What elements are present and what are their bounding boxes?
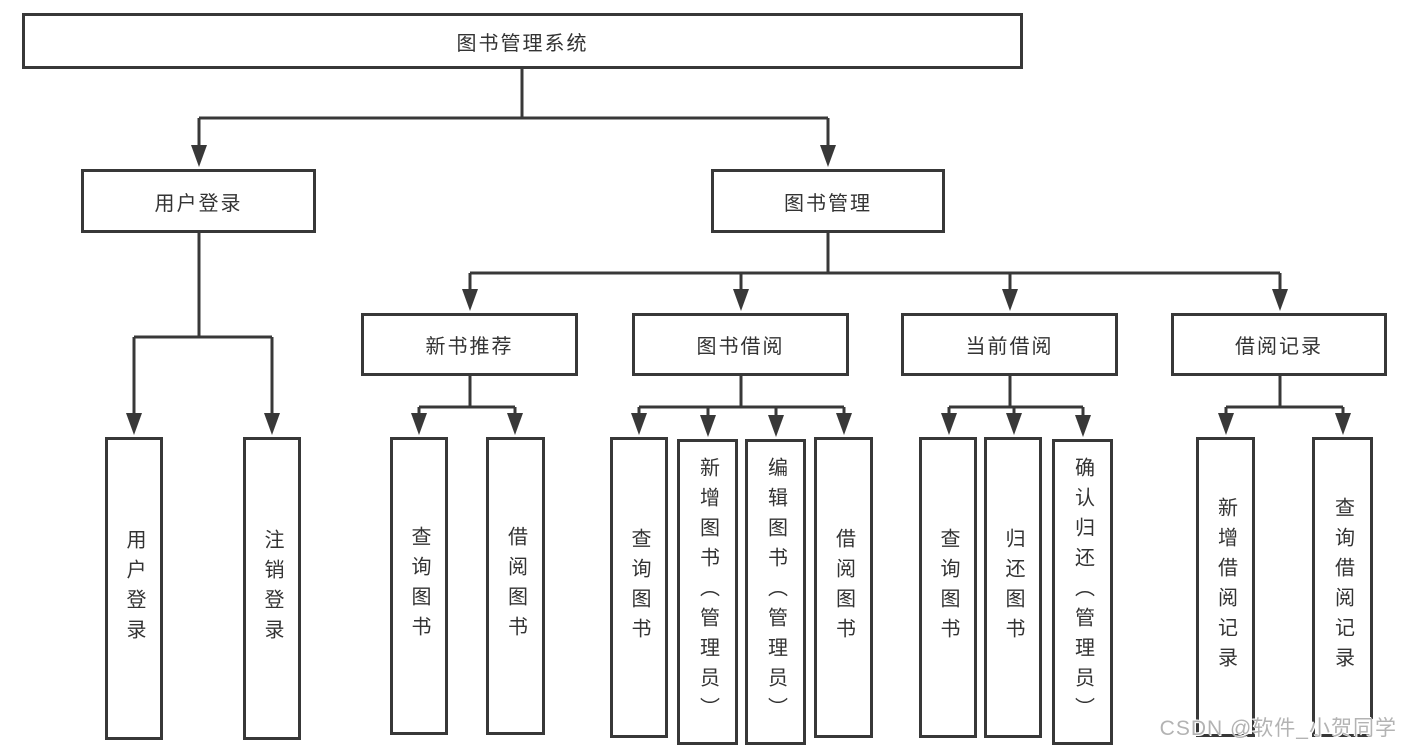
leaf-logout: 注销登录	[243, 437, 301, 740]
arrowhead	[1075, 415, 1091, 437]
leaf-logout-label: 注销登录	[261, 528, 283, 649]
node-book-borrow: 图书借阅	[632, 313, 849, 376]
leaf-confirm-return-admin-label: 确认归还（管理员）	[1071, 457, 1094, 727]
leaf-user-login: 用户登录	[105, 437, 163, 740]
node-book-borrow-label: 图书借阅	[696, 336, 785, 358]
node-new-book-recommend-label: 新书推荐	[425, 336, 514, 358]
node-root: 图书管理系统	[22, 13, 1023, 69]
leaf-return-books: 归还图书	[984, 437, 1042, 738]
leaf-borrow-query-books-label: 查询图书	[628, 527, 650, 648]
leaf-edit-book-admin-label: 编辑图书（管理员）	[764, 457, 787, 727]
leaf-user-login-label: 用户登录	[123, 528, 145, 649]
node-borrow-record: 借阅记录	[1171, 313, 1387, 376]
arrowhead	[1218, 413, 1234, 435]
arrowhead	[836, 413, 852, 435]
node-current-borrow-label: 当前借阅	[965, 336, 1054, 358]
node-root-label: 图书管理系统	[456, 32, 589, 55]
arrowhead	[631, 413, 647, 435]
leaf-query-borrow-record-label: 查询借阅记录	[1331, 497, 1354, 677]
connector-current-borrow	[947, 376, 1085, 416]
arrowhead	[700, 415, 716, 437]
connector-book-management	[468, 232, 1282, 290]
arrowhead	[126, 413, 142, 435]
leaf-add-borrow-record: 新增借阅记录	[1196, 437, 1255, 737]
csdn-watermark: CSDN @软件_小贺同学	[1159, 717, 1397, 740]
arrowhead	[733, 289, 749, 311]
arrowhead	[264, 413, 280, 435]
leaf-return-books-label: 归还图书	[1002, 527, 1024, 648]
connector-new-book-recommend	[417, 376, 517, 414]
leaf-confirm-return-admin: 确认归还（管理员）	[1052, 439, 1113, 745]
node-user-login: 用户登录	[81, 169, 316, 233]
leaf-recommend-borrow-books: 借阅图书	[486, 437, 545, 735]
connector-root	[197, 68, 830, 146]
connector-borrow-record	[1224, 376, 1345, 414]
leaf-add-borrow-record-label: 新增借阅记录	[1214, 497, 1237, 677]
leaf-borrow-borrow-books-label: 借阅图书	[832, 527, 855, 648]
leaf-add-book-admin-label: 新增图书（管理员）	[696, 457, 719, 727]
arrowhead	[820, 145, 836, 167]
node-borrow-record-label: 借阅记录	[1235, 336, 1323, 358]
leaf-recommend-query-books: 查询图书	[390, 437, 448, 735]
node-book-management-label: 图书管理	[784, 192, 872, 215]
connector-user-login	[132, 232, 274, 414]
leaf-recommend-query-books-label: 查询图书	[408, 526, 430, 646]
node-new-book-recommend: 新书推荐	[361, 313, 578, 376]
leaf-recommend-borrow-books-label: 借阅图书	[504, 526, 527, 646]
arrowhead	[768, 415, 784, 437]
leaf-add-book-admin: 新增图书（管理员）	[677, 439, 738, 745]
arrowhead	[1006, 413, 1022, 435]
arrowhead	[1335, 413, 1351, 435]
leaf-current-query-books-label: 查询图书	[937, 527, 959, 648]
node-user-login-label: 用户登录	[154, 192, 243, 215]
leaf-borrow-query-books: 查询图书	[610, 437, 668, 738]
leaf-current-query-books: 查询图书	[919, 437, 977, 738]
node-current-borrow: 当前借阅	[901, 313, 1118, 376]
arrowhead	[462, 289, 478, 311]
node-book-management: 图书管理	[711, 169, 945, 233]
leaf-borrow-borrow-books: 借阅图书	[814, 437, 873, 738]
leaf-query-borrow-record: 查询借阅记录	[1312, 437, 1373, 737]
arrowhead	[941, 413, 957, 435]
arrowhead	[1002, 289, 1018, 311]
arrowhead	[191, 145, 207, 167]
leaf-edit-book-admin: 编辑图书（管理员）	[745, 439, 806, 745]
arrowhead	[507, 413, 523, 435]
arrowhead	[411, 413, 427, 435]
connector-book-borrow	[637, 376, 846, 416]
arrowhead	[1272, 289, 1288, 311]
